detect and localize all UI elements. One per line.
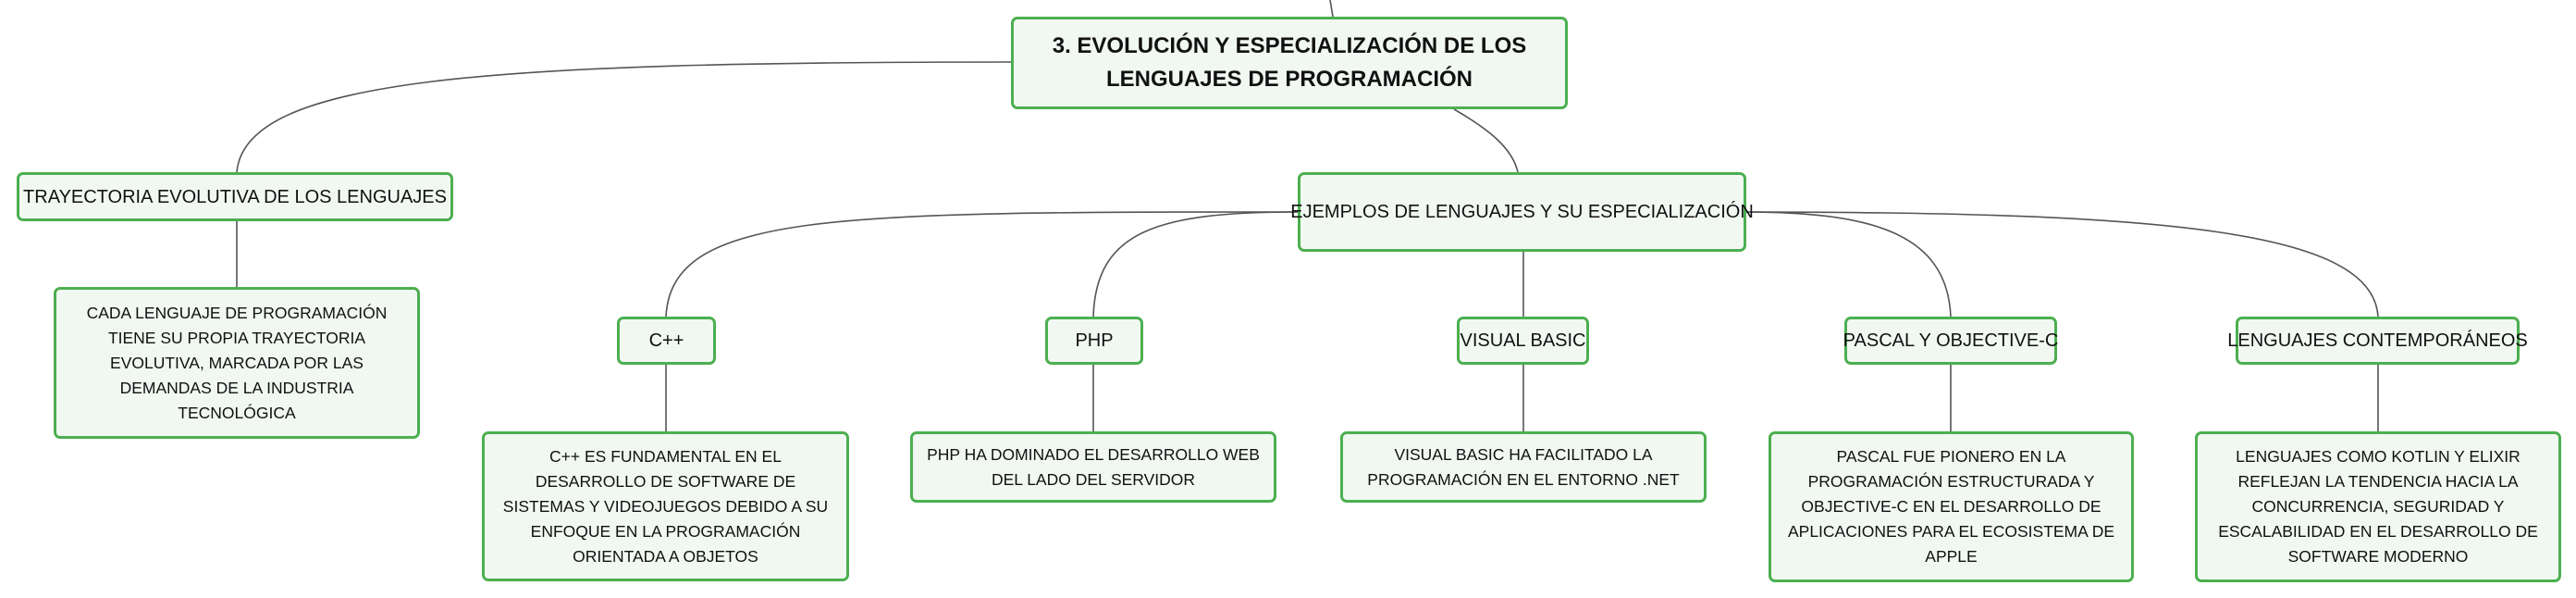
topic-php-detail-text: PHP ha dominado el desarrollo web del la… bbox=[927, 444, 1260, 489]
topic-pascal-objective-c-label: Pascal y Objective-C bbox=[1843, 330, 2059, 351]
connector-root-trajectory bbox=[236, 61, 1012, 173]
connector-top-stub bbox=[1329, 0, 1334, 18]
topic-pascal-objective-c-detail-text: Pascal fue pionero en la programación es… bbox=[1787, 447, 2115, 566]
connector-root-examples bbox=[1453, 108, 1519, 173]
topic-contemporary-languages[interactable]: Lenguajes contemporáneos bbox=[2227, 317, 2528, 365]
topic-cpp-detail-text: C++ es fundamental en el desarrollo de s… bbox=[502, 446, 829, 566]
topic-php[interactable]: PHP bbox=[1045, 317, 1143, 365]
topic-visual-basic-detail[interactable]: Visual Basic ha facilitado la programaci… bbox=[1340, 431, 1707, 503]
topic-pascal-objective-c-detail[interactable]: Pascal fue pionero en la programación es… bbox=[1769, 431, 2134, 582]
topic-cpp-label: C++ bbox=[648, 330, 684, 351]
topic-visual-basic-label: Visual Basic bbox=[1460, 330, 1586, 351]
topic-visual-basic[interactable]: Visual Basic bbox=[1457, 317, 1589, 365]
topic-trajectory[interactable]: Trayectoria evolutiva de los lenguajes bbox=[17, 172, 453, 221]
topic-trajectory-detail[interactable]: Cada lenguaje de programación tiene su p… bbox=[54, 287, 420, 439]
topic-pascal-objective-c[interactable]: Pascal y Objective-C bbox=[1843, 317, 2059, 365]
topic-contemporary-languages-label: Lenguajes contemporáneos bbox=[2227, 330, 2528, 351]
topic-contemporary-languages-detail[interactable]: Lenguajes como Kotlin y Elixir reflejan … bbox=[2195, 431, 2561, 582]
connector-examples-contemporary bbox=[1743, 211, 2379, 318]
topic-php-label: PHP bbox=[1075, 330, 1114, 351]
connector-examples-php bbox=[1092, 211, 1299, 318]
topic-cpp[interactable]: C++ bbox=[617, 317, 716, 365]
topic-trajectory-detail-text: Cada lenguaje de programación tiene su p… bbox=[86, 303, 388, 422]
root-topic[interactable]: 3. Evolución y especialización de los le… bbox=[1011, 17, 1568, 109]
topic-php-detail[interactable]: PHP ha dominado el desarrollo web del la… bbox=[910, 431, 1276, 503]
topic-cpp-detail[interactable]: C++ es fundamental en el desarrollo de s… bbox=[482, 431, 849, 581]
connector-examples-pascal bbox=[1743, 211, 1952, 318]
topic-visual-basic-detail-text: Visual Basic ha facilitado la programaci… bbox=[1367, 444, 1680, 489]
topic-examples-label: Ejemplos de lenguajes y su especializaci… bbox=[1290, 202, 1754, 222]
topic-examples[interactable]: Ejemplos de lenguajes y su especializaci… bbox=[1290, 172, 1754, 252]
topic-contemporary-languages-detail-text: Lenguajes como Kotlin y Elixir reflejan … bbox=[2218, 447, 2538, 566]
root-topic-label: 3. Evolución y especialización de los le… bbox=[1052, 33, 1527, 92]
topic-trajectory-label: Trayectoria evolutiva de los lenguajes bbox=[23, 186, 447, 207]
connector-examples-cpp bbox=[665, 211, 1299, 318]
